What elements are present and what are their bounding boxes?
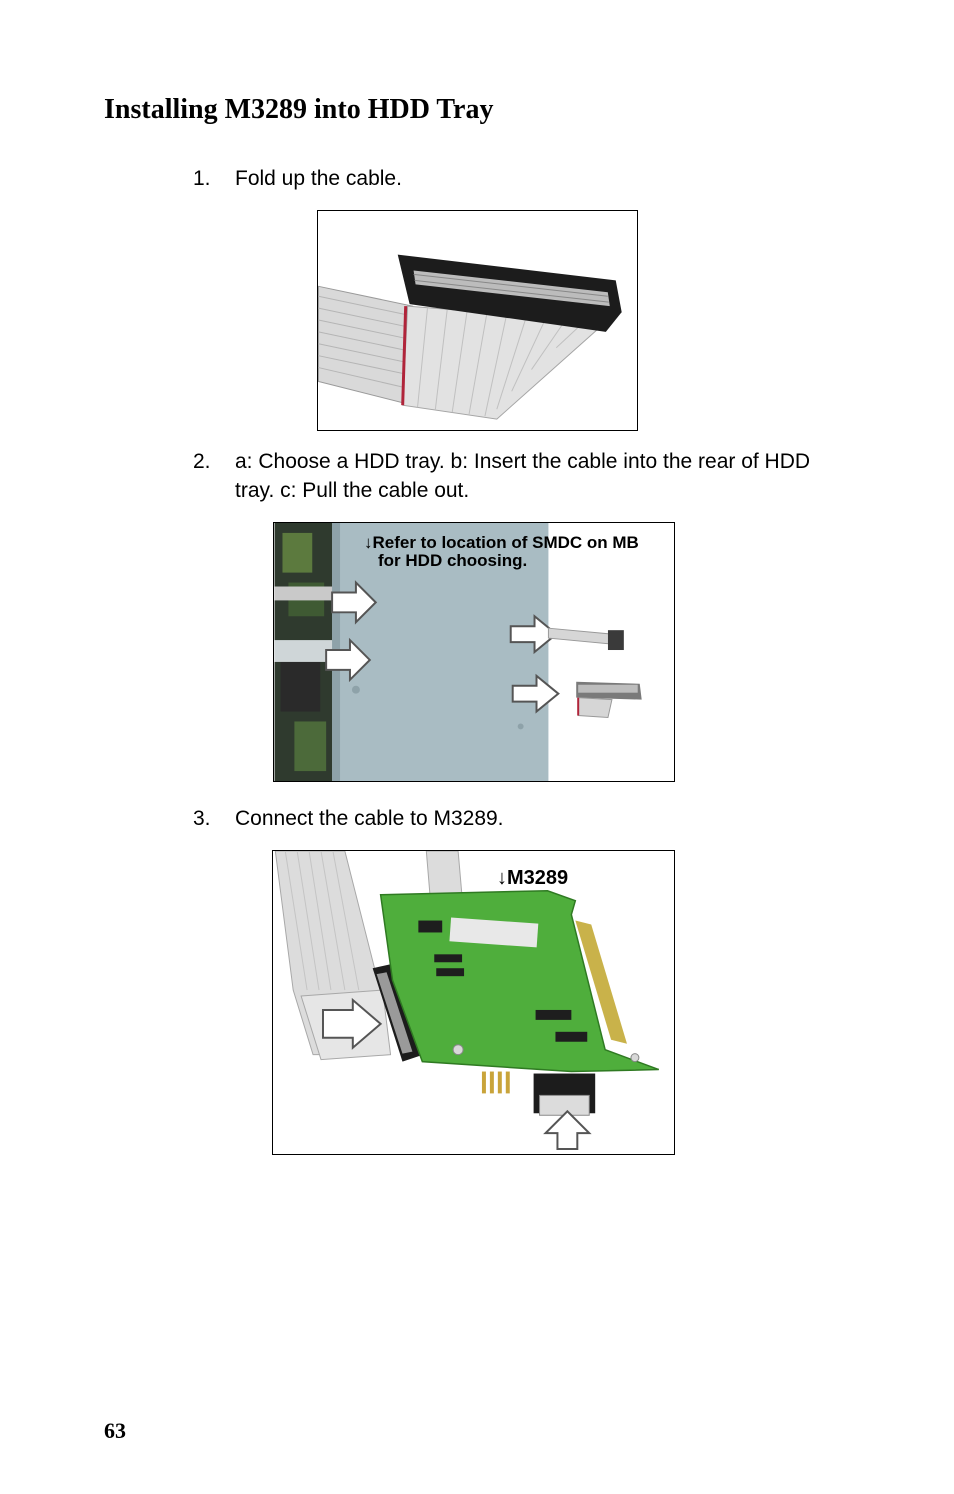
step-text: Connect the cable to M3289.	[235, 807, 504, 830]
step-3: 3. Connect the cable to M3289.	[193, 804, 853, 833]
figure-m3289-connection: ↓M3289	[272, 850, 675, 1155]
page-title: Installing M3289 into HDD Tray	[104, 94, 494, 125]
step-text: Fold up the cable.	[235, 167, 402, 190]
step-text: a: Choose a HDD tray. b: Insert the cabl…	[235, 450, 811, 502]
figure-folded-cable	[317, 210, 638, 431]
step-number: 2.	[193, 450, 211, 473]
figure-caption: for HDD choosing.	[378, 551, 528, 570]
step-2: 2. a: Choose a HDD tray. b: Insert the c…	[193, 447, 853, 505]
hdd-tray-illustration	[274, 523, 674, 781]
step-number: 1.	[193, 167, 211, 190]
figure-hdd-tray: ↓Refer to location of SMDC on MB for HDD…	[273, 522, 675, 782]
folded-cable-illustration	[318, 211, 637, 430]
figure-caption: ↓Refer to location of SMDC on MB	[364, 533, 639, 552]
step-1: 1. Fold up the cable.	[193, 164, 853, 193]
m3289-connection-illustration	[273, 851, 674, 1154]
step-number: 3.	[193, 807, 211, 830]
figure-caption: ↓M3289	[497, 867, 569, 889]
page-number: 63	[104, 1418, 126, 1443]
